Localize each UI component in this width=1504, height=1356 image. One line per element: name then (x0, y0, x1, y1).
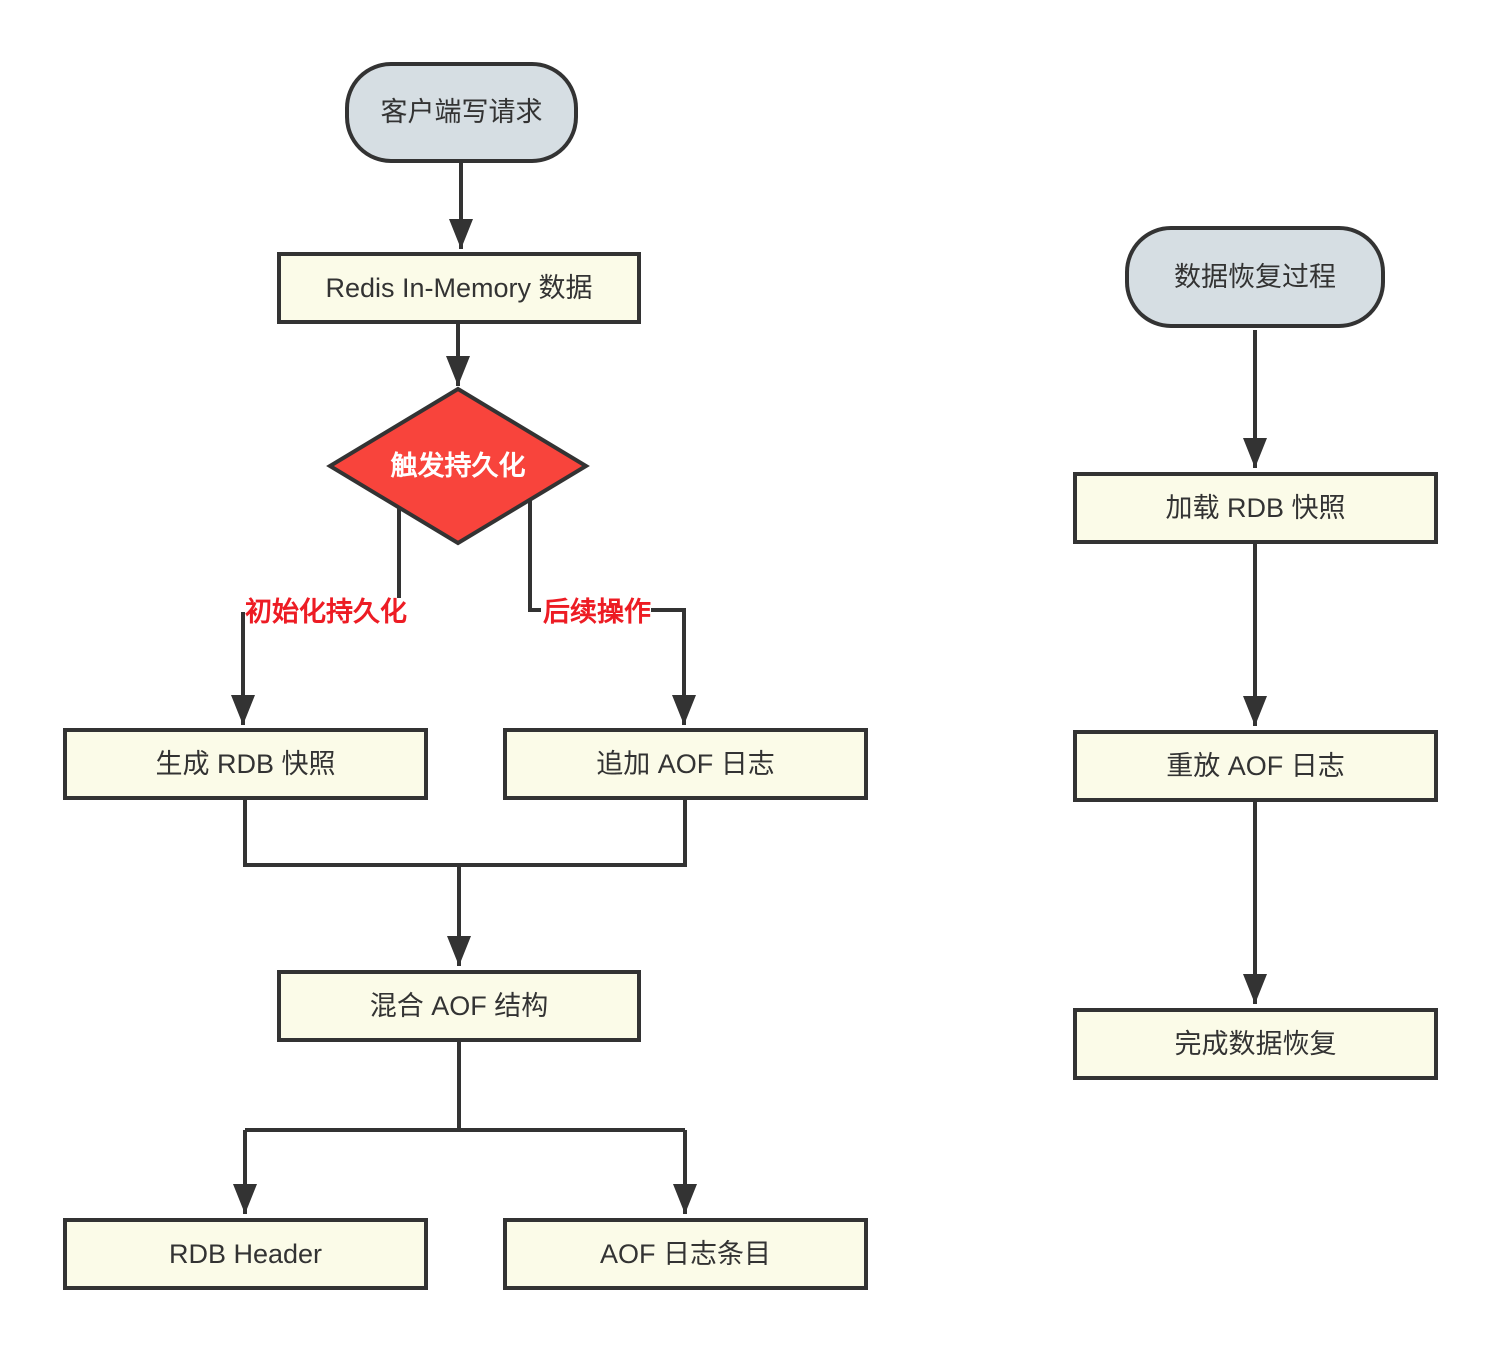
edge-label-subsequent-operation: 后续操作 (543, 597, 651, 627)
node-recovery-complete: 完成数据恢复 (1073, 1008, 1438, 1080)
decision-diamond (326, 386, 590, 546)
node-mixed-aof-structure: 混合 AOF 结构 (277, 970, 641, 1042)
node-rdb-header: RDB Header (63, 1218, 428, 1290)
edge-merge-junction (243, 800, 687, 867)
node-client-write-request: 客户端写请求 (345, 62, 578, 163)
node-append-aof-log: 追加 AOF 日志 (503, 728, 868, 800)
node-replay-aof-log: 重放 AOF 日志 (1073, 730, 1438, 802)
edge-subsequent-label-to-aof-append (651, 608, 696, 725)
node-redis-in-memory: Redis In-Memory 数据 (277, 252, 641, 324)
decision-trigger-persistence-label: 触发持久化 (390, 451, 526, 481)
node-load-rdb-snapshot: 加载 RDB 快照 (1073, 472, 1438, 544)
node-data-recovery-process: 数据恢复过程 (1125, 226, 1385, 328)
edge-decision-to-subsequent-label (528, 500, 541, 612)
edge-label-init-persistence: 初始化持久化 (245, 597, 407, 627)
node-aof-log-entries: AOF 日志条目 (503, 1218, 868, 1290)
node-generate-rdb-snapshot: 生成 RDB 快照 (63, 728, 428, 800)
